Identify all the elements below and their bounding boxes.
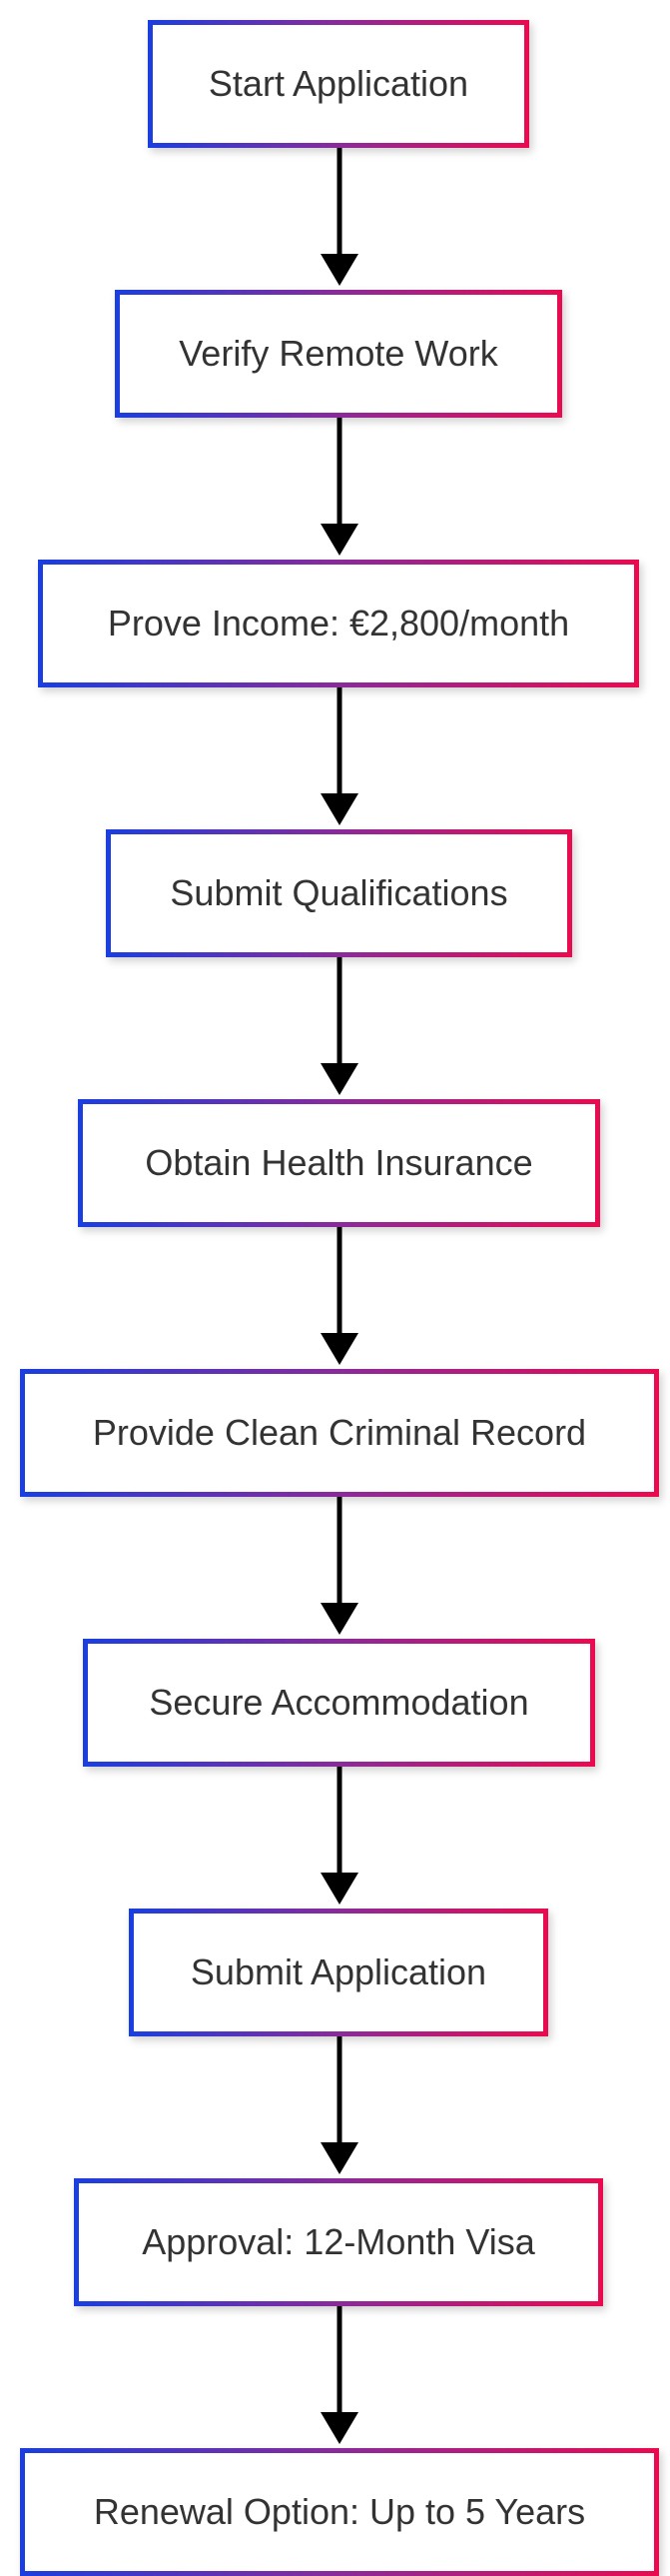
arrowhead-icon [321,1603,358,1635]
edge-arrow-4 [321,957,358,1095]
arrowhead-icon [321,524,358,556]
node-label: Submit Qualifications [170,872,508,913]
node-submit-application: Submit Application [129,1909,548,2036]
node-clean-criminal-record: Provide Clean Criminal Record [20,1369,659,1497]
node-label: Submit Application [190,1951,487,1992]
arrowhead-icon [321,1333,358,1365]
edge-arrow-2 [321,418,358,556]
node-start-application: Start Application [148,20,529,148]
edge-arrow-6 [321,1497,358,1635]
edge-arrow-3 [321,687,358,825]
node-label: Verify Remote Work [179,333,498,374]
node-submit-qualifications: Submit Qualifications [106,829,572,957]
node-renewal-option: Renewal Option: Up to 5 Years [20,2448,659,2576]
node-label: Renewal Option: Up to 5 Years [93,2491,586,2532]
arrowhead-icon [321,254,358,286]
node-label: Approval: 12-Month Visa [142,2221,535,2262]
arrowhead-icon [321,793,358,825]
node-label: Secure Accommodation [149,1682,529,1723]
arrowhead-icon [321,2412,358,2444]
edge-arrow-5 [321,1227,358,1365]
node-label: Provide Clean Criminal Record [92,1412,587,1453]
node-verify-remote-work: Verify Remote Work [115,290,562,418]
edge-arrow-9 [321,2306,358,2444]
node-label: Prove Income: €2,800/month [107,603,570,644]
edge-arrow-8 [321,2036,358,2174]
edge-arrow-1 [321,148,358,286]
node-secure-accommodation: Secure Accommodation [83,1639,595,1767]
node-label: Obtain Health Insurance [145,1142,533,1183]
node-approval: Approval: 12-Month Visa [74,2178,603,2306]
node-obtain-health-insurance: Obtain Health Insurance [78,1099,600,1227]
arrowhead-icon [321,2142,358,2174]
node-label: Start Application [208,63,469,104]
arrowhead-icon [321,1063,358,1095]
arrowhead-icon [321,1873,358,1905]
edge-arrow-7 [321,1767,358,1905]
node-prove-income: Prove Income: €2,800/month [38,560,639,687]
